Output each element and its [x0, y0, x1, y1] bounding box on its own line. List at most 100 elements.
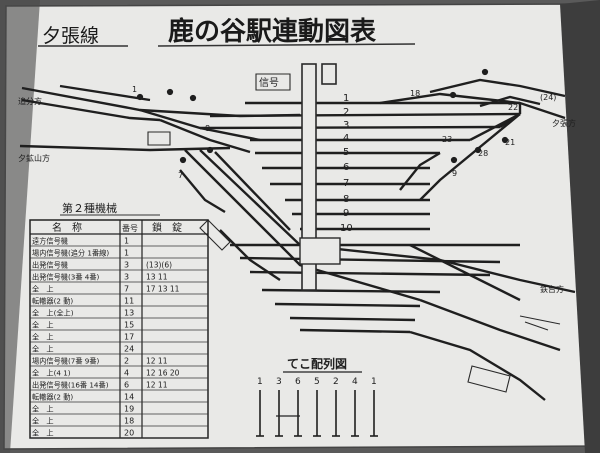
fan-line-4	[179, 169, 226, 214]
fan-line-3	[214, 151, 291, 231]
signal-label-22: 22	[508, 103, 518, 112]
signal-symbol	[166, 88, 174, 96]
lever-number: 1	[371, 377, 377, 387]
right-mid-direction: 夕張方	[552, 118, 576, 128]
right-shadow	[560, 0, 600, 453]
left-shadow	[0, 0, 40, 453]
right-converge-a	[379, 92, 566, 120]
lever-table-cell-no: 3	[124, 261, 129, 270]
yard-diag-right	[409, 243, 521, 302]
small-building-left	[199, 219, 231, 251]
lever-table-cell-no: 19	[124, 405, 134, 414]
signal-symbol	[481, 68, 489, 76]
yard-track-f	[289, 316, 416, 322]
signal-symbol	[474, 146, 482, 154]
lever-table-header-name: 名 称	[52, 221, 82, 234]
diagram-title: 鹿の谷駅連動図表	[168, 16, 377, 47]
lever-number: 4	[352, 377, 358, 387]
lever-table-cell-lock: 12 16 20	[146, 369, 180, 378]
yard-track-d	[261, 288, 441, 294]
lever-table-title: 第２種機械	[62, 201, 117, 215]
upper-siding	[59, 84, 151, 102]
right-long-diag	[419, 113, 521, 201]
lever-table-cell-lock: (13)(6)	[146, 261, 172, 270]
track-3	[199, 125, 501, 130]
lever-table-cell-no: 13	[124, 309, 134, 318]
signal-label-8: 8	[205, 124, 210, 133]
yard-diag-left	[219, 229, 281, 281]
right-crossover	[479, 95, 541, 108]
lever-number: 6	[295, 377, 301, 387]
platform-outlines	[147, 73, 561, 393]
signal-number-labels: 1 7 8 9 18 23 28 21 22	[132, 85, 518, 180]
branch-mark-b	[524, 321, 549, 331]
signal-symbol	[189, 94, 197, 102]
branch-mark-a	[519, 315, 561, 325]
lever-table-cell-name: 出発信号機(3番 4番)	[32, 273, 100, 282]
signal-symbol	[450, 156, 458, 164]
central-column	[299, 63, 341, 291]
signal-symbols	[136, 68, 509, 164]
small-building-right	[467, 365, 511, 393]
lever-table-cell-lock: 13 11	[146, 273, 168, 282]
signal-symbol	[449, 91, 457, 99]
right-top-direction: (24)	[540, 93, 556, 102]
signal-hut-label: 信号	[259, 77, 279, 89]
lever-table-cell-lock: 17 13 11	[146, 285, 180, 294]
yard-exit-line	[439, 258, 576, 294]
lever-table-cell-lock: 12 11	[146, 381, 168, 390]
central-column-cap	[321, 63, 337, 85]
lever-table-cell-name: 全 上	[32, 417, 54, 426]
lever-table-cell-no: 11	[124, 297, 134, 306]
lever-table-cell-name: 転轍器(2 動)	[32, 393, 73, 402]
yard-track-c	[249, 270, 491, 277]
lower-branch-2	[419, 298, 561, 352]
lever-table-cell-no: 6	[124, 381, 129, 390]
lever-table-cell-name: 場内信号機(追分 1番線)	[32, 249, 109, 258]
lever-table-cell-no: 17	[124, 333, 134, 342]
lever-frame-title: てこ配列図	[287, 356, 347, 371]
track-number-10: 10	[340, 223, 353, 234]
fan-line-1	[184, 149, 421, 302]
lever-table-cell-name: 全 上	[32, 429, 54, 438]
track-number-2: 2	[343, 107, 349, 118]
right-diag-c	[399, 151, 441, 191]
signal-label-1: 1	[132, 85, 137, 94]
lever-table-cell-no: 7	[124, 285, 129, 294]
left-top-direction: 追分方	[18, 96, 42, 106]
track-number-4: 4	[343, 133, 349, 144]
lever-table-cell-no: 3	[124, 273, 129, 282]
yard-track-b	[239, 256, 501, 264]
lower-branch-line	[409, 330, 546, 401]
lever-table-cell-name: 転轍器(2 動)	[32, 297, 73, 306]
lever-table-cell-no: 2	[124, 357, 129, 366]
signal-symbol	[136, 93, 144, 101]
lever-table-cell-name: 全 上	[32, 333, 54, 342]
lever-table-cell-no: 1	[124, 249, 129, 258]
lever-table-header-no: 番号	[122, 223, 138, 233]
left-low-direction: 夕鉱山方	[18, 153, 50, 163]
signal-symbol	[501, 136, 509, 144]
track-number-3: 3	[343, 120, 349, 131]
yard-track-g	[299, 328, 411, 334]
lever-table-cell-name: 全 上	[32, 321, 54, 330]
lever-table-cell-name: 全 上(全上)	[32, 309, 74, 318]
signal-label-18: 18	[410, 89, 420, 98]
lever-table-cell-no: 18	[124, 417, 134, 426]
lever-table-cell-name: 全 上(4 1)	[32, 369, 71, 378]
lever-number: 1	[257, 377, 263, 387]
yubari-mine-line	[19, 144, 231, 152]
lever-table-cell-name: 遠方信号機	[32, 237, 68, 246]
lever-table-cell-no: 24	[124, 345, 134, 354]
ladder-left-b	[159, 118, 251, 154]
lever-table-cell-name: 出発信号機	[32, 261, 68, 270]
track-number-6: 6	[343, 162, 349, 173]
direction-labels: 追分方 夕鉱山方 (24) 夕張方 鉄台方	[18, 93, 576, 294]
lever-table-cell-name: 全 上	[32, 405, 54, 414]
lever-table-cell-name: 全 上	[32, 345, 54, 354]
